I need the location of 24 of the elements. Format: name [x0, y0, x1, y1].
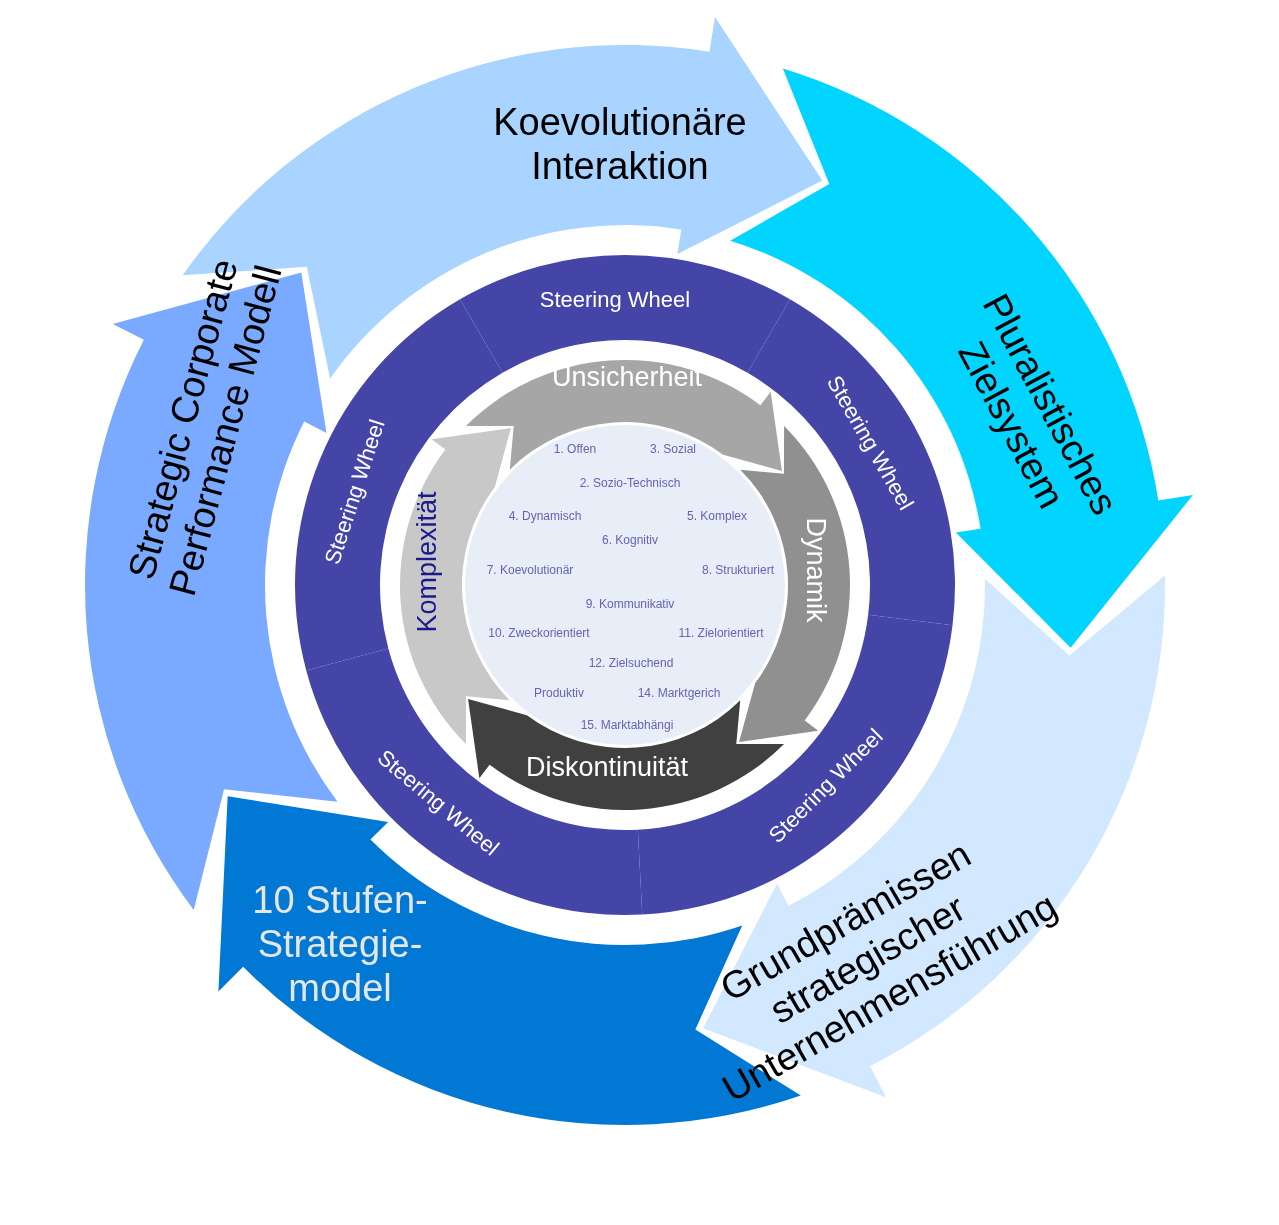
property-label: 6. Kognitiv	[602, 533, 658, 547]
arrow-text: Koevolutionäre Interaktion	[492, 101, 748, 189]
property-label: 2. Sozio-Technisch	[579, 476, 681, 490]
property-label: 15. Marktabhängi	[580, 718, 674, 732]
property-label: 8. Strukturiert	[702, 563, 774, 577]
property-label: 1. Offen	[553, 442, 597, 456]
ring-segment	[295, 299, 503, 671]
property-label: 5. Komplex	[687, 509, 747, 523]
property-label: 14. Marktgerich	[637, 686, 721, 700]
property-label: Produktiv	[534, 686, 584, 700]
property-label: 7. Koevolutionär	[486, 563, 574, 577]
property-label: 10. Zweckorientiert	[488, 626, 590, 640]
arrow-text: Dynamik	[799, 517, 831, 623]
arrow-text: Komplexität	[412, 491, 444, 633]
inner-cycle-segment	[465, 360, 782, 471]
segment-text: Steering Wheel	[539, 287, 691, 313]
arrow-text: 10 Stufen-Strategie-model	[251, 879, 429, 1011]
arrow-text: Diskontinuität	[525, 752, 689, 784]
arrow-text: Unsicherheit	[551, 362, 703, 394]
property-label: 9. Kommunikativ	[585, 597, 675, 611]
property-label: 3. Sozial	[650, 442, 696, 456]
property-label: 4. Dynamisch	[508, 509, 582, 523]
property-label: 12. Zielsuchend	[588, 656, 674, 670]
property-label: 11. Zielorientiert	[678, 626, 764, 640]
